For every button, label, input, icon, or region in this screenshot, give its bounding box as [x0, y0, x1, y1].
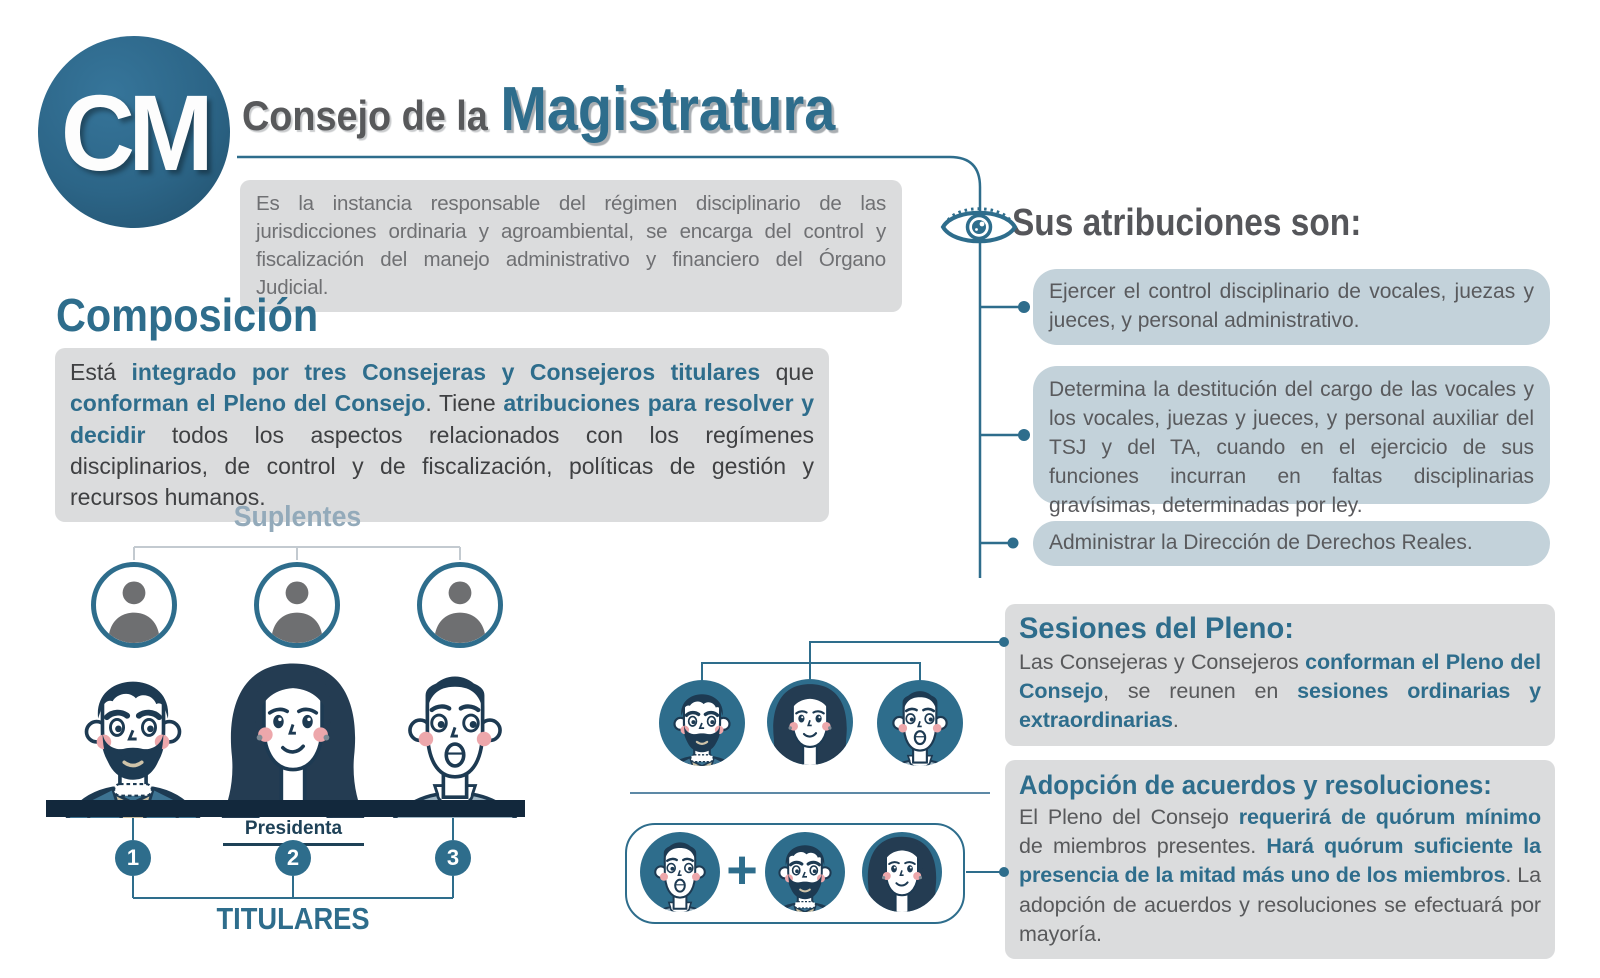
logo-initials: CM: [60, 71, 214, 193]
person-silhouette-icon: [108, 581, 160, 643]
page-title: Consejo de la Magistratura: [242, 74, 835, 145]
atribucion-item-3: Administrar la Dirección de Derechos Rea…: [1033, 521, 1550, 566]
young-man-icon: [877, 689, 963, 766]
sesiones-heading: Sesiones del Pleno:: [1019, 612, 1294, 645]
quorum-avatar-beard-man: [765, 832, 845, 912]
atribucion-item-2: Determina la destitución del cargo de la…: [1033, 366, 1550, 517]
cm-logo: CM: [38, 36, 230, 228]
intro-text: Es la instancia responsable del régimen …: [240, 180, 902, 312]
beard-man-icon: [765, 843, 845, 912]
suplentes-label: Suplentes: [233, 501, 362, 533]
composicion-text: Está integrado por tres Consejeras y Con…: [55, 348, 829, 523]
woman-icon: [862, 835, 942, 912]
composicion-heading: Composición: [56, 289, 319, 341]
suplente-avatar-1: [91, 562, 177, 648]
quorum-group: [625, 823, 965, 924]
quorum-avatar-young-man: [640, 832, 720, 912]
titular-number-3: 3: [435, 840, 471, 876]
atribuciones-heading: Sus atribuciones son:: [1012, 202, 1362, 244]
atribucion-item-1: Ejercer el control disciplinario de voca…: [1033, 269, 1550, 345]
pleno-avatar-young-man: [877, 680, 963, 766]
pleno-avatar-beard-man: [659, 680, 745, 766]
woman-icon: [767, 683, 853, 765]
desk-bar: [46, 800, 525, 817]
title-prefix: Consejo de la: [242, 92, 488, 139]
pleno-avatar-woman: [767, 679, 853, 765]
suplente-avatar-2: [254, 562, 340, 648]
adopcion-box: Adopción de acuerdos y resoluciones: El …: [1005, 760, 1555, 960]
beard-man-icon: [659, 692, 745, 766]
presidenta-label: Presidenta: [244, 818, 343, 839]
person-silhouette-icon: [434, 581, 486, 643]
sesiones-box: Sesiones del Pleno: Las Consejeras y Con…: [1005, 604, 1555, 746]
young-man-icon: [640, 841, 720, 912]
title-main: Magistratura: [500, 75, 836, 144]
adopcion-text: El Pleno del Consejo requerirá de quórum…: [1019, 805, 1541, 946]
quorum-avatar-woman: [862, 832, 942, 912]
person-silhouette-icon: [271, 581, 323, 643]
plus-icon: +: [726, 840, 758, 900]
titulares-illustration: [46, 661, 538, 818]
titulares-label: TITULARES: [216, 901, 370, 936]
titular-number-1: 1: [115, 840, 151, 876]
sesiones-text: Las Consejeras y Consejeros conforman el…: [1019, 650, 1541, 733]
suplente-avatar-3: [417, 562, 503, 648]
eye-icon: [940, 207, 1018, 244]
adopcion-heading: Adopción de acuerdos y resoluciones:: [1019, 770, 1492, 800]
titular-number-2: 2: [275, 840, 311, 876]
